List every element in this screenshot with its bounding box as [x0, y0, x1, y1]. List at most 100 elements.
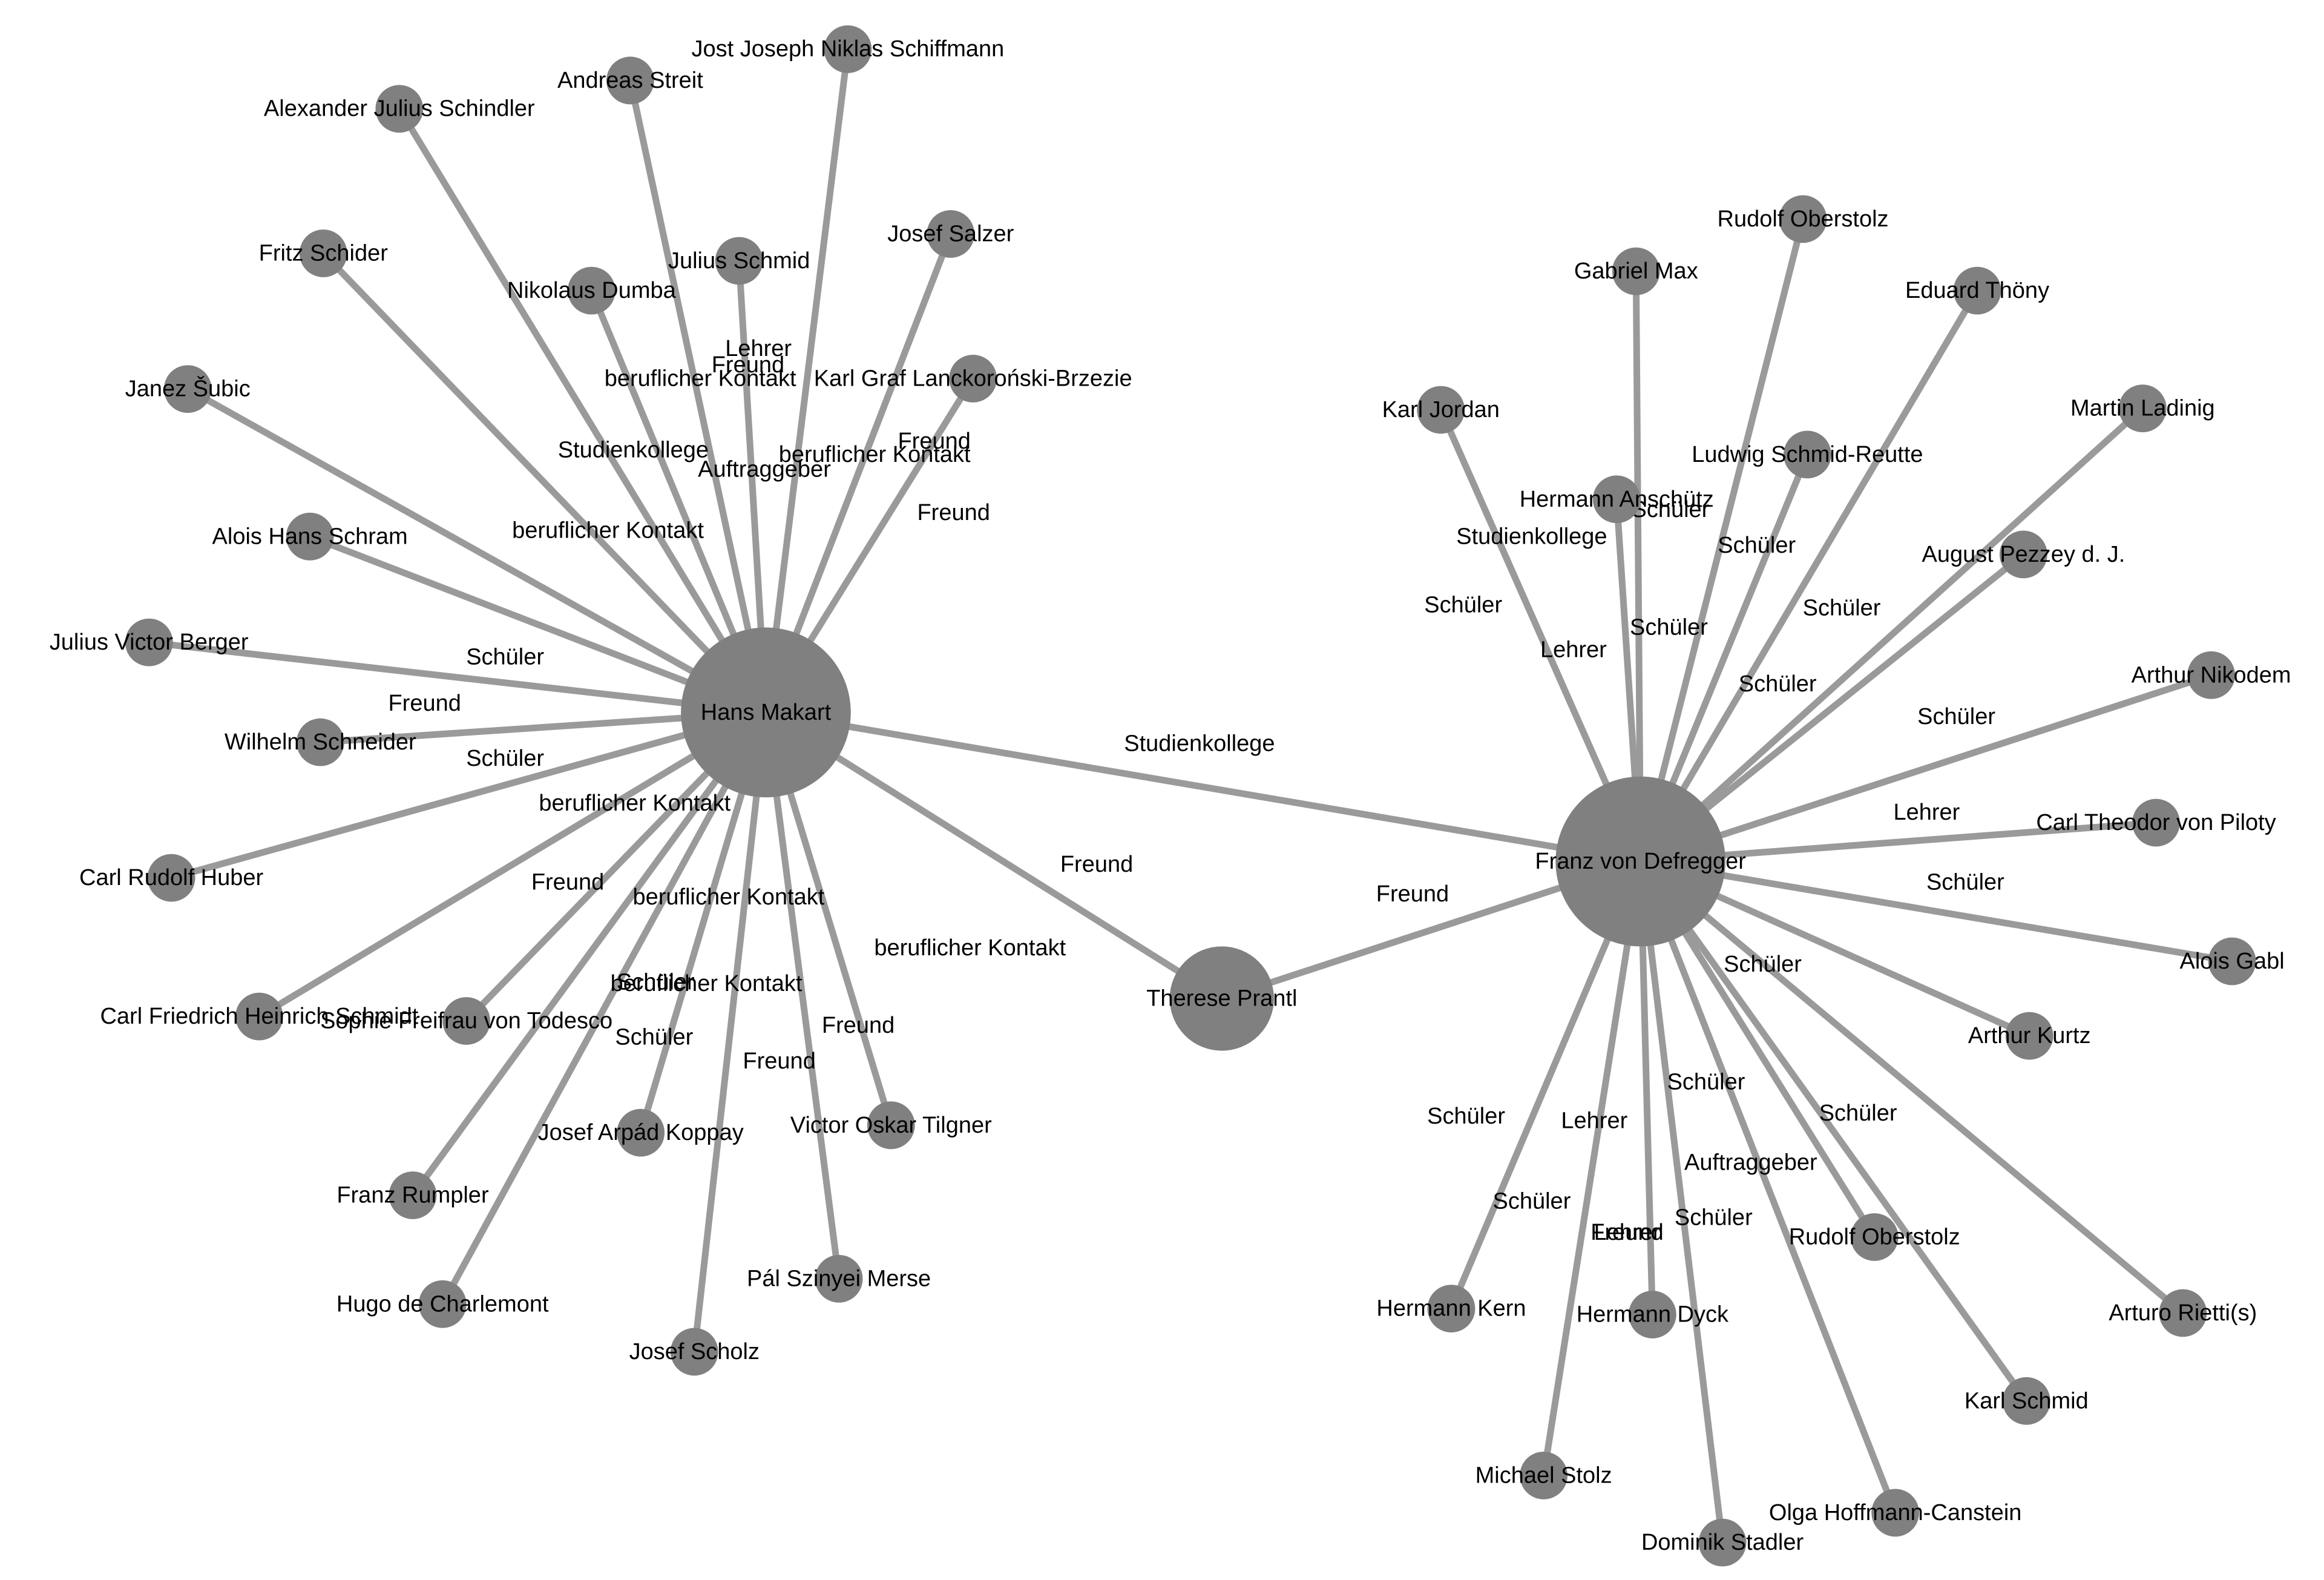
edge-label-defregger-anschutz: Lehrer: [1540, 637, 1607, 662]
node-label-reutte: Ludwig Schmid-Reutte: [1692, 442, 1923, 467]
edge-label-defregger-jordan: Schüler: [1424, 593, 1502, 618]
node-label-rumpler: Franz Rumpler: [336, 1183, 489, 1208]
node-tilgner[interactable]: [867, 1101, 915, 1150]
edge-label-makart-lanckoronski: Freund: [917, 500, 990, 525]
node-schindler[interactable]: [375, 85, 424, 133]
edge-label-makart-wschneider: Freund: [388, 691, 461, 716]
edge-label-makart-tilgner: beruflicher Kontakt: [611, 971, 803, 996]
node-label-oberstolz2: Rudolf Oberstolz: [1789, 1224, 1960, 1249]
edge-label-makart-scholz: Freund: [743, 1048, 815, 1074]
node-stadler[interactable]: [1698, 1518, 1747, 1567]
node-label-jschmid: Julius Schmid: [668, 248, 810, 274]
edge-label-makart-todesco: Freund: [531, 870, 604, 895]
node-kschmid[interactable]: [2002, 1377, 2050, 1425]
node-gabl[interactable]: [2208, 937, 2256, 986]
edge-label-defregger-piloty: Lehrer: [1893, 800, 1960, 825]
node-label-hschmidt: Carl Friedrich Heinrich Schmidt: [100, 1004, 418, 1029]
node-hschmidt[interactable]: [235, 992, 283, 1041]
edge-makart-schindler: [396, 105, 769, 716]
edge-label-defregger-stadler: Freund: [1590, 1220, 1663, 1245]
node-hoffmann[interactable]: [1871, 1489, 1920, 1537]
edge-label-makart-subic: Freund: [712, 352, 784, 378]
node-label-tilgner: Victor Oskar Tilgner: [790, 1113, 992, 1138]
node-label-merse: Pál Szinyei Merse: [747, 1266, 931, 1291]
edge-label-makart-jschmid: Lehrer: [725, 336, 792, 361]
edge-label-defregger-kern: Schüler: [1493, 1188, 1571, 1214]
node-label-streit: Andreas Streit: [557, 68, 703, 93]
edge-label-makart-charlemont: beruflicher Kontakt: [874, 935, 1066, 961]
edge-label-makart-prantl: Freund: [1060, 852, 1133, 877]
node-anschutz[interactable]: [1592, 475, 1641, 524]
node-koppay[interactable]: [617, 1108, 665, 1157]
node-dyck[interactable]: [1628, 1291, 1676, 1338]
node-streit[interactable]: [606, 56, 654, 105]
node-label-dumba: Nikolaus Dumba: [507, 278, 677, 303]
node-pezzey[interactable]: [2000, 530, 2047, 579]
edge-label-defregger-rietti: Schüler: [1427, 1104, 1505, 1129]
node-schram[interactable]: [286, 512, 334, 561]
node-todesco[interactable]: [442, 997, 490, 1045]
node-max[interactable]: [1612, 247, 1660, 295]
node-reutte[interactable]: [1784, 430, 1831, 479]
edge-label-makart-defregger: Studienkollege: [1124, 731, 1275, 757]
node-rumpler[interactable]: [389, 1171, 437, 1219]
edge-makart-charlemont: [439, 709, 769, 1308]
node-salzer[interactable]: [927, 210, 975, 258]
node-schiffmann[interactable]: [824, 25, 872, 73]
node-label-pezzey: August Pezzey d. J.: [1922, 542, 2125, 567]
node-prantl[interactable]: [1169, 946, 1275, 1051]
edge-makart-rumpler: [409, 709, 769, 1199]
node-defregger[interactable]: [1555, 776, 1725, 947]
edge-label-makart-dumba: Auftraggeber: [698, 457, 831, 482]
edge-makart-schiffmann: [762, 45, 852, 716]
node-lanckoronski[interactable]: [949, 354, 997, 403]
edge-label-defregger-reutte: Schüler: [1739, 671, 1817, 697]
node-charlemont[interactable]: [418, 1280, 467, 1328]
node-kurtz[interactable]: [2005, 1012, 2053, 1060]
node-label-max: Gabriel Max: [1574, 258, 1698, 284]
edge-label-makart-merse: Freund: [822, 1013, 894, 1038]
edge-label-makart-schram: Schüler: [466, 645, 544, 670]
edge-label-defregger-oberstolz1: Schüler: [1718, 533, 1796, 558]
node-schider[interactable]: [299, 229, 347, 277]
node-ladinig[interactable]: [2118, 384, 2167, 432]
node-label-koppay: Josef Arpád Koppay: [538, 1120, 744, 1145]
node-label-wschneider: Wilhelm Schneider: [225, 729, 416, 755]
node-oberstolz2[interactable]: [1850, 1213, 1899, 1261]
node-merse[interactable]: [815, 1255, 863, 1303]
edge-label-defregger-thony: Schüler: [1803, 595, 1881, 620]
node-nikodem[interactable]: [2187, 651, 2235, 699]
node-makart[interactable]: [681, 627, 851, 798]
node-label-prantl: Therese Prantl: [1146, 986, 1297, 1012]
node-jschmid[interactable]: [715, 237, 763, 285]
node-berger[interactable]: [125, 618, 173, 667]
node-kern[interactable]: [1427, 1285, 1475, 1333]
node-wschneider[interactable]: [296, 718, 344, 766]
node-label-schindler: Alexander Julius Schindler: [264, 96, 535, 122]
node-oberstolz1[interactable]: [1779, 195, 1827, 243]
node-stolz[interactable]: [1520, 1451, 1568, 1499]
edge-defregger-max: [1632, 268, 1644, 865]
node-label-hoffmann: Olga Hoffmann-Canstein: [1769, 1500, 2022, 1526]
node-rietti[interactable]: [2159, 1289, 2207, 1337]
node-label-kern: Hermann Kern: [1376, 1296, 1526, 1322]
node-subic[interactable]: [163, 365, 212, 413]
edge-label-defregger-kschmid: Schüler: [1675, 1205, 1753, 1230]
node-huber[interactable]: [147, 854, 195, 902]
node-piloty[interactable]: [2132, 798, 2180, 847]
edge-label-defregger-nikodem: Schüler: [1724, 952, 1802, 977]
node-label-stolz: Michael Stolz: [1475, 1463, 1612, 1488]
edge-makart-defregger: [762, 709, 1644, 865]
edge-defregger-stolz: [1540, 858, 1644, 1479]
edge-defregger-thony: [1637, 287, 1981, 865]
node-jordan[interactable]: [1417, 386, 1465, 434]
edge-label-defregger-max: Schüler: [1630, 615, 1708, 640]
node-label-nikodem: Arthur Nikodem: [2132, 662, 2291, 688]
node-scholz[interactable]: [670, 1328, 718, 1376]
node-thony[interactable]: [1953, 266, 2001, 315]
node-label-berger: Julius Victor Berger: [50, 630, 249, 655]
edge-label-makart-schindler: Studienkollege: [558, 438, 709, 463]
node-label-schider: Fritz Schider: [259, 241, 389, 266]
edge-makart-hschmidt: [255, 709, 769, 1020]
node-dumba[interactable]: [568, 266, 615, 315]
